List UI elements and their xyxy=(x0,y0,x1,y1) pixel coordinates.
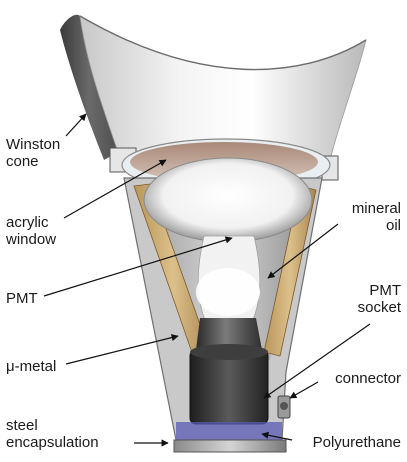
leader-connector xyxy=(290,382,318,398)
label-pmt: PMT xyxy=(6,290,38,307)
label-acrylic-window: acrylic window xyxy=(6,214,56,248)
label-connector-text: connector xyxy=(335,370,401,387)
label-mineral-oil: mineral oil xyxy=(352,200,401,234)
label-connector: connector xyxy=(335,370,401,387)
steel-base-plate xyxy=(174,440,286,452)
label-steel-encapsulation-line1: steel xyxy=(6,417,99,434)
label-pmt-socket-line1: PMT xyxy=(358,282,401,299)
label-acrylic-window-line1: acrylic xyxy=(6,214,56,231)
label-polyurethane: Polyurethane xyxy=(313,434,401,451)
leader-winston-cone xyxy=(66,114,86,136)
label-acrylic-window-line2: window xyxy=(6,231,56,248)
label-mu-metal: μ-metal xyxy=(6,358,56,375)
label-pmt-socket-line2: socket xyxy=(358,299,401,316)
pmt-bulb xyxy=(144,158,312,242)
pmt-socket-block xyxy=(190,350,268,424)
label-pmt-text: PMT xyxy=(6,290,38,307)
label-mu-metal-text: μ-metal xyxy=(6,358,56,375)
label-winston-cone-line2: cone xyxy=(6,153,60,170)
polyurethane-fill xyxy=(176,422,282,440)
label-polyurethane-text: Polyurethane xyxy=(313,434,401,451)
label-winston-cone-line1: Winston xyxy=(6,136,60,153)
label-steel-encapsulation: steel encapsulation xyxy=(6,417,99,451)
label-pmt-socket: PMT socket xyxy=(358,282,401,316)
connector-pin xyxy=(280,402,288,410)
label-winston-cone: Winston cone xyxy=(6,136,60,170)
label-mineral-oil-line2: oil xyxy=(352,217,401,234)
label-mineral-oil-line1: mineral xyxy=(352,200,401,217)
label-steel-encapsulation-line2: encapsulation xyxy=(6,434,99,451)
